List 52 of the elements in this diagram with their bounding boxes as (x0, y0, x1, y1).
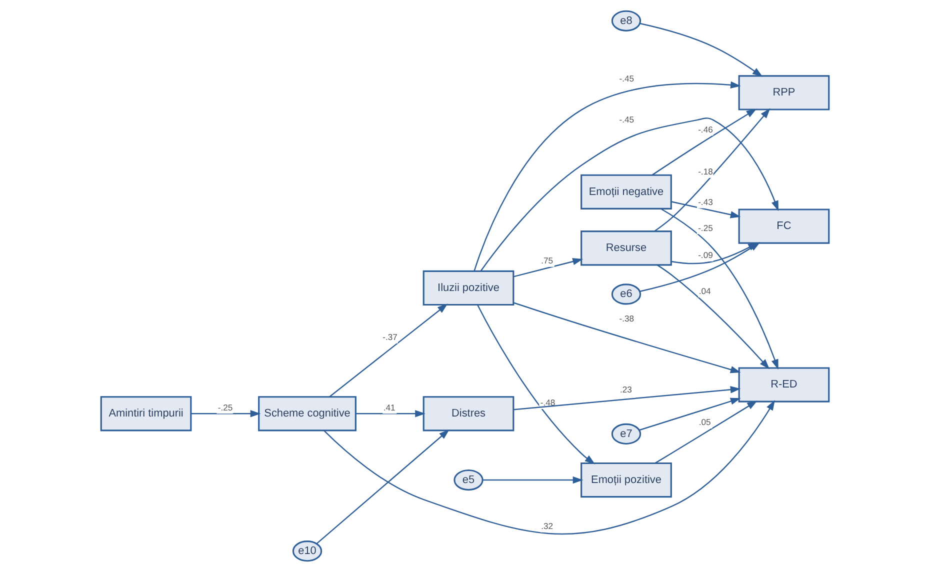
edge-label: -.25 (698, 222, 712, 233)
node-ellipse: e7 (610, 423, 641, 444)
edge-label: -.38 (618, 313, 634, 324)
arrow (670, 242, 758, 264)
arrow (654, 108, 770, 232)
arrow (480, 118, 778, 272)
arrow (323, 400, 774, 535)
edge-label: .04 (698, 286, 710, 296)
arrow (656, 264, 770, 370)
arrow (190, 410, 260, 418)
edge-label: .23 (620, 384, 632, 394)
arrow (670, 201, 740, 218)
node-box: Distres (422, 396, 514, 432)
node-box: Amintiri timpurii (100, 396, 192, 432)
arrow (355, 410, 425, 418)
node-box: Iluzii pozitive (422, 270, 514, 306)
edge-label: .05 (698, 417, 710, 428)
arrow (476, 304, 595, 464)
edge-label: -.37 (382, 332, 397, 342)
arrow (328, 304, 448, 398)
arrow (651, 108, 756, 176)
arrow (512, 302, 740, 374)
arrow (639, 22, 762, 77)
arrow (654, 400, 757, 464)
edge-label: -.18 (698, 166, 712, 177)
node-box: Emoții pozitive (580, 462, 672, 498)
edge-label: .32 (540, 521, 553, 532)
arrow (473, 81, 740, 272)
arrow (316, 429, 449, 544)
edge-label: -.09 (698, 250, 712, 260)
node-box: Resurse (580, 230, 672, 266)
node-box: Scheme cognitive (258, 396, 356, 432)
node-ellipse: e5 (453, 470, 483, 491)
node-ellipse: e10 (292, 540, 322, 562)
edge-label: .41 (382, 402, 395, 412)
edge-label: -.45 (618, 114, 634, 124)
arrow (660, 208, 778, 370)
arrow (512, 258, 582, 278)
node-ellipse: e6 (610, 284, 641, 305)
arrow (482, 476, 583, 484)
arrow (638, 398, 740, 431)
edge-label: -.46 (698, 124, 712, 134)
edge-label: -.25 (217, 402, 232, 412)
node-ellipse: e8 (610, 10, 641, 32)
edge-label: -.43 (698, 197, 712, 208)
node-box: R-ED (738, 367, 830, 402)
edge-label: -.45 (618, 74, 634, 84)
edge-label: -.48 (540, 398, 555, 408)
node-box: Emoții negative (580, 174, 672, 210)
edge-label: .75 (540, 256, 553, 266)
node-box: FC (738, 208, 830, 244)
node-box: RPP (738, 75, 830, 110)
